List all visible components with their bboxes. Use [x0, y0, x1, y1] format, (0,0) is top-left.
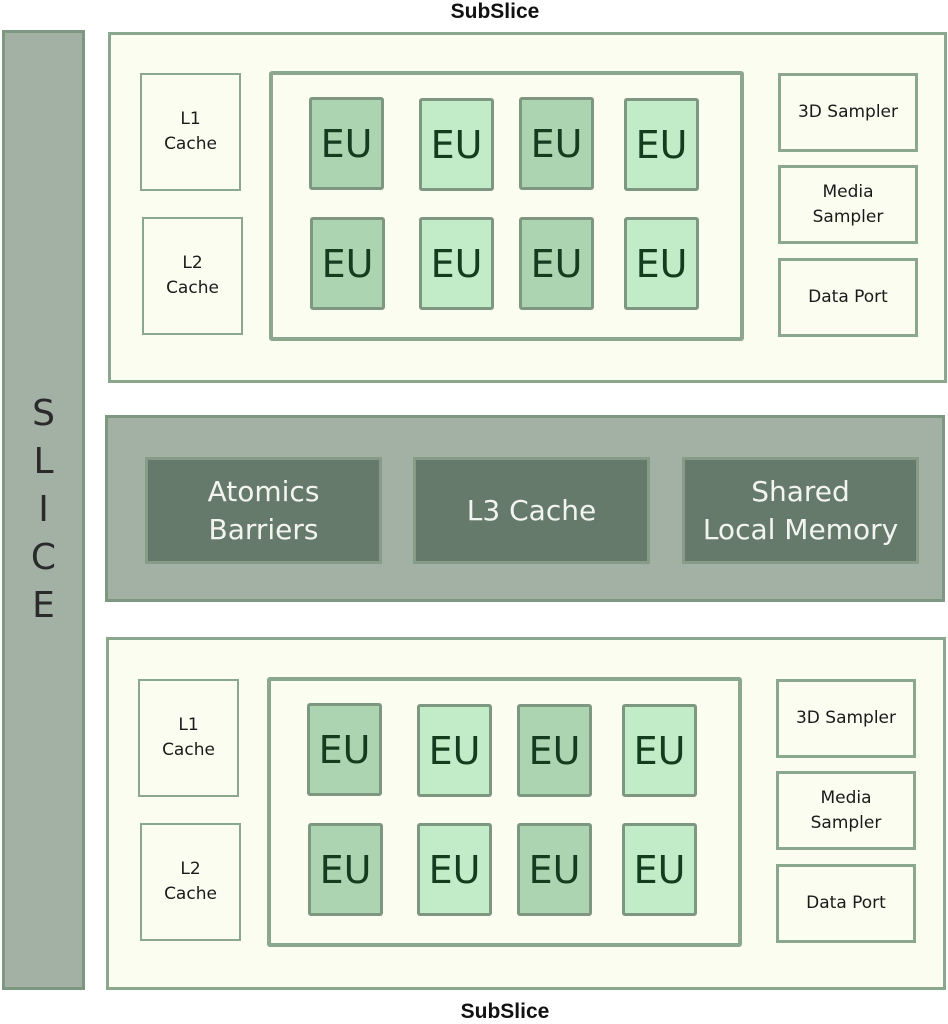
cache-label-line: L2	[180, 859, 201, 880]
side-label-line: Sampler	[810, 812, 882, 833]
top-eu: EU	[419, 98, 494, 191]
top-media-sampler: Media Sampler	[778, 165, 918, 244]
bottom-eu: EU	[308, 823, 383, 916]
side-label-line: Sampler	[812, 206, 884, 227]
l3-cache-box: L3 Cache	[413, 457, 650, 564]
shared-label-line: Local Memory	[702, 512, 899, 546]
bottom-l1-cache: L1 Cache	[138, 679, 239, 797]
slice-letter: S	[32, 393, 55, 434]
slice-letter: E	[32, 585, 55, 626]
cache-label-line: Cache	[164, 134, 217, 154]
atomics-barriers-box: Atomics Barriers	[145, 457, 382, 564]
shared-label-line: Atomics	[207, 474, 320, 508]
slice-letter: L	[33, 441, 54, 482]
cache-label-line: Cache	[162, 740, 215, 760]
top-3d-sampler: 3D Sampler	[778, 73, 918, 152]
side-label: Data Port	[808, 287, 888, 308]
cache-label-line: L2	[182, 253, 203, 274]
cache-label-line: L1	[178, 715, 199, 736]
bottom-eu: EU	[622, 704, 697, 797]
bottom-l2-cache: L2 Cache	[140, 823, 241, 941]
bottom-eu: EU	[622, 823, 697, 916]
slice-letter: C	[30, 537, 57, 578]
bottom-eu: EU	[417, 823, 492, 916]
shared-local-memory-box: Shared Local Memory	[682, 457, 919, 564]
side-label: 3D Sampler	[797, 102, 899, 123]
side-label-line: Media	[822, 181, 874, 202]
bottom-subslice-title: SubSlice	[460, 1000, 550, 1023]
top-eu: EU	[519, 97, 594, 190]
bottom-3d-sampler: 3D Sampler	[776, 679, 916, 758]
top-eu: EU	[309, 97, 384, 190]
cache-label-line: L1	[180, 109, 201, 130]
top-eu: EU	[624, 217, 699, 310]
top-subslice-title: SubSlice	[450, 0, 540, 23]
slice-letter: I	[38, 489, 49, 530]
top-l1-cache: L1 Cache	[140, 73, 241, 191]
bottom-eu: EU	[517, 823, 592, 916]
cache-label-line: Cache	[166, 278, 219, 298]
bottom-eu: EU	[517, 704, 592, 797]
bottom-eu: EU	[417, 704, 492, 797]
top-eu: EU	[624, 98, 699, 191]
top-eu: EU	[519, 217, 594, 310]
top-eu: EU	[419, 217, 494, 310]
top-data-port: Data Port	[778, 258, 918, 337]
shared-label-line: Shared	[751, 474, 850, 508]
shared-label: L3 Cache	[466, 493, 597, 527]
slice-bar: S L I C E	[2, 30, 85, 990]
bottom-data-port: Data Port	[776, 864, 916, 943]
side-label-line: Media	[820, 787, 872, 808]
bottom-eu: EU	[307, 703, 382, 796]
shared-label-line: Barriers	[208, 512, 319, 546]
top-l2-cache: L2 Cache	[142, 217, 243, 335]
side-label: Data Port	[806, 893, 886, 914]
cache-label-line: Cache	[164, 884, 217, 904]
side-label: 3D Sampler	[795, 708, 897, 729]
bottom-media-sampler: Media Sampler	[776, 771, 916, 850]
top-eu: EU	[310, 217, 385, 310]
